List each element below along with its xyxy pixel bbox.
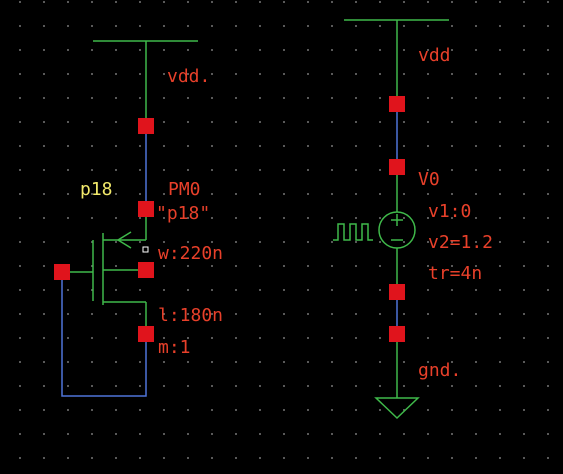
pin-vdd-left: [138, 118, 154, 134]
pmos-width: w:220n: [158, 243, 224, 264]
pin-bulk: [138, 262, 154, 278]
pin-plus: [389, 159, 405, 175]
vpulse-pins[interactable]: [389, 96, 405, 342]
pin-minus: [389, 284, 405, 300]
pin-gnd: [389, 326, 405, 342]
pulse-waveform-icon: [333, 223, 373, 241]
wire-gate-to-drain[interactable]: [61, 272, 147, 397]
pin-source: [138, 201, 154, 217]
gnd-symbol[interactable]: [374, 334, 420, 420]
vpulse-vdd-symbol[interactable]: [344, 19, 449, 96]
vpulse-v2: v2=1.2: [428, 232, 494, 253]
vpulse-v1: v1:0: [428, 201, 472, 222]
pin-gate: [54, 264, 70, 280]
pin-vdd-right: [389, 96, 405, 112]
pin-drain: [138, 326, 154, 342]
pmos-length: l:180n: [158, 305, 224, 326]
vpulse-instance-name: V0: [418, 169, 440, 190]
pmos-vdd-label: vdd.: [167, 66, 211, 87]
vpulse-source-symbol[interactable]: [333, 167, 416, 292]
pmos-vdd-symbol[interactable]: [93, 40, 198, 118]
pmos-cell-name: p18: [80, 179, 113, 200]
pmos-transistor-symbol[interactable]: [62, 208, 149, 334]
vpulse-gnd-label: gnd.: [418, 360, 462, 381]
pmos-model-name: "p18": [156, 203, 211, 224]
vpulse-vdd-label: vdd: [418, 45, 451, 66]
pmos-instance-name: PM0: [168, 179, 201, 200]
pmos-multiplier: m:1: [158, 337, 191, 358]
vpulse-tr: tr=4n: [428, 263, 483, 284]
pmos-pins[interactable]: [54, 118, 154, 342]
